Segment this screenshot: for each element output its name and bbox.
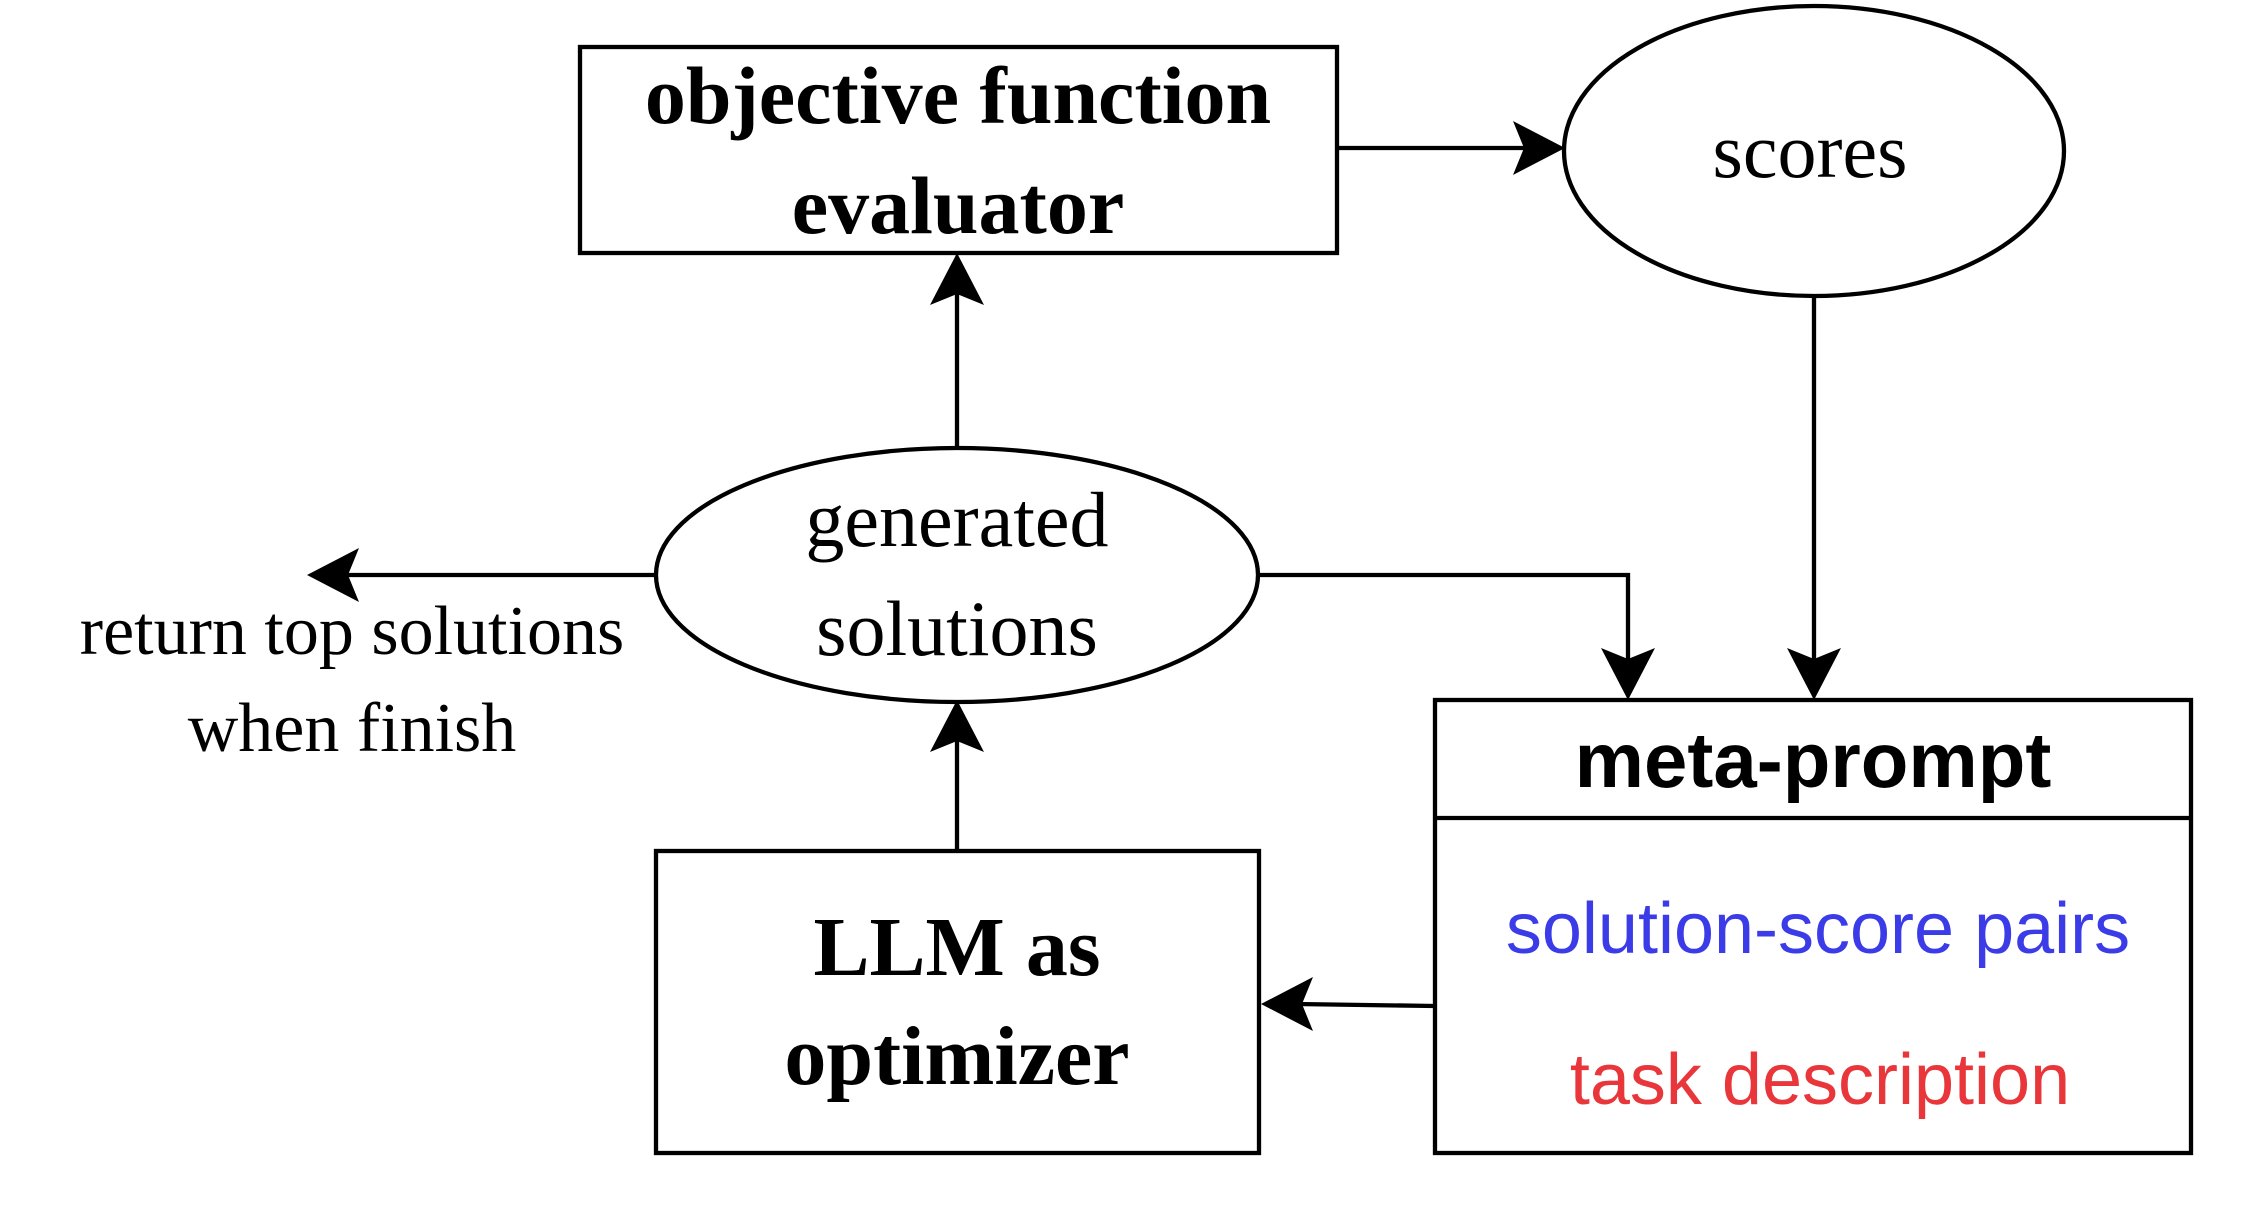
edge-llm-to-generated	[930, 700, 984, 851]
edge-generated-to-meta-prompt	[1258, 572, 1655, 700]
edge-scores-to-meta-prompt	[1787, 296, 1841, 700]
edge-generated-to-return	[307, 548, 657, 602]
meta-prompt-node: meta-prompt solution-score pairs task de…	[1432, 697, 2194, 1156]
edge-generated-to-evaluator	[930, 253, 984, 448]
return-note: return top solutions when finish	[80, 593, 624, 767]
evaluator-node: objective function evaluator	[577, 44, 1340, 256]
return-note-line-2: when finish	[188, 690, 517, 767]
evaluator-label-line-1: objective function	[645, 50, 1271, 141]
meta-prompt-item-solution-score-pairs: solution-score pairs	[1506, 889, 2130, 969]
edges	[307, 121, 1841, 1031]
generated-label-line-1: generated	[805, 476, 1108, 563]
scores-node: scores	[1561, 3, 2067, 299]
llm-optimizer-node: LLM as optimizer	[653, 848, 1262, 1156]
generated-solutions-node: generated solutions	[653, 445, 1261, 705]
return-note-line-1: return top solutions	[80, 593, 624, 670]
evaluator-label-line-2: evaluator	[792, 160, 1124, 251]
meta-prompt-title: meta-prompt	[1575, 716, 2052, 804]
generated-label-line-2: solutions	[816, 585, 1098, 672]
edge-evaluator-to-scores	[1337, 121, 1565, 175]
llm-label-line-1: LLM as	[813, 901, 1100, 994]
scores-label: scores	[1713, 107, 1908, 194]
edge-meta-prompt-to-llm	[1261, 977, 1436, 1031]
llm-label-line-2: optimizer	[784, 1010, 1129, 1103]
meta-prompt-item-task-description: task description	[1570, 1040, 2070, 1120]
